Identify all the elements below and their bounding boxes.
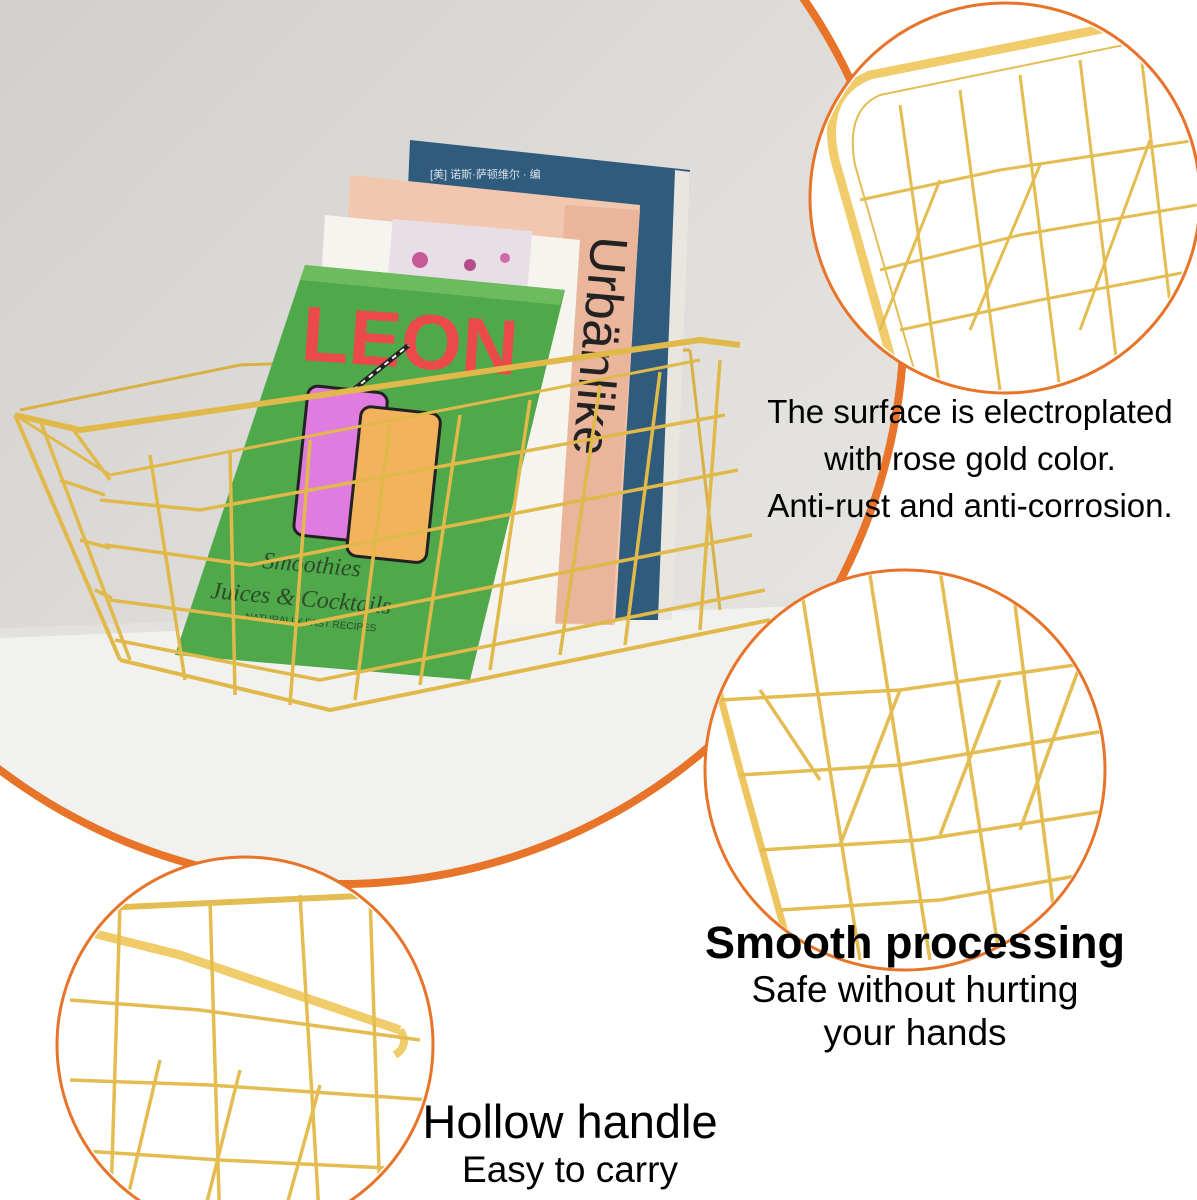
surface-line1: The surface is electroplated <box>767 393 1173 430</box>
smooth-line1: Safe without hurting <box>751 969 1079 1010</box>
blue-book-text: [美] 诺斯·萨顿维尔 · 编 <box>430 167 541 181</box>
handle-line1: Easy to carry <box>462 1149 678 1190</box>
smooth-line2: your hands <box>823 1012 1007 1053</box>
detail-corner-photo <box>808 1 1197 395</box>
detail-corner-ring <box>808 1 1197 395</box>
smooth-caption: Smooth processing Safe without hurting y… <box>660 918 1170 1054</box>
detail-smooth-ring <box>703 568 1107 972</box>
surface-line3: Anti-rust and anti-corrosion. <box>767 487 1173 524</box>
handle-caption: Hollow handle Easy to carry <box>380 1095 760 1191</box>
detail-handle-photo <box>55 855 435 1200</box>
surface-caption: The surface is electroplated with rose g… <box>740 388 1197 529</box>
book-title: LEON <box>299 289 521 392</box>
surface-line2: with rose gold color. <box>824 440 1116 477</box>
handle-title: Hollow handle <box>422 1095 718 1148</box>
front-basket <box>13 337 771 712</box>
detail-smooth-photo <box>703 568 1107 972</box>
smooth-title: Smooth processing <box>704 917 1126 968</box>
glasses-illustration <box>292 343 442 564</box>
detail-handle-ring <box>55 855 435 1200</box>
